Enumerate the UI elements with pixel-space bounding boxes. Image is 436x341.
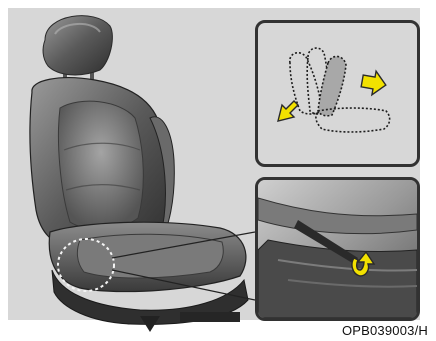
recline-arrow-icon <box>360 69 388 97</box>
recline-motion-inset <box>255 20 420 167</box>
figure-code: OPB039003/H <box>340 323 430 339</box>
lever-closeup-inset <box>255 177 420 321</box>
seat-back-motion-icon <box>258 23 417 164</box>
recline-arrow-icon <box>278 101 298 121</box>
seat-lever-closeup <box>258 180 417 318</box>
seat-back-insert <box>58 101 143 229</box>
